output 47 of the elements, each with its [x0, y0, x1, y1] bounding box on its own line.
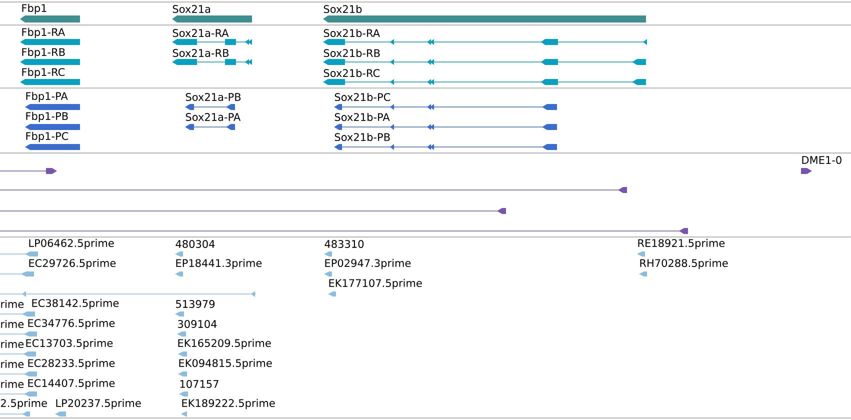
feature-label: Sox21b-RB: [324, 48, 380, 58]
feature-label: 480304: [176, 240, 215, 248]
feature-label: Sox21a-PA: [186, 113, 241, 121]
feature-label: LP20237.5prime: [56, 398, 141, 410]
feature-label: Sox21a-RA: [172, 29, 229, 37]
feature-label: Sox21a: [172, 5, 210, 13]
feature-label: DME1-0: [802, 156, 842, 164]
feature-label: EP18441.3prime: [176, 258, 262, 270]
feature-label: LP06462.5prime: [29, 238, 114, 250]
feature-label: rime: [1, 360, 24, 368]
feature-label: Fbp1-RB: [22, 48, 65, 58]
feature-label: EK177107.5prime: [329, 278, 422, 290]
feature-label: EC28233.5prime: [28, 358, 115, 370]
feature-label: 309104: [178, 320, 217, 328]
feature-label: EK094815.5prime: [179, 358, 272, 370]
feature-label: 483310: [324, 240, 364, 248]
feature-label: RH70288.5prime: [640, 258, 728, 270]
feature-label: rime: [1, 320, 24, 328]
feature-label: Fbp1-PA: [26, 92, 68, 102]
feature-label: Sox21a-RB: [172, 49, 229, 57]
feature-label: Sox21b-PA: [334, 112, 390, 122]
feature-label: Sox21b-PC: [334, 92, 390, 102]
feature-label: EC14407.5prime: [28, 378, 115, 390]
feature-label: Sox21b-RA: [324, 28, 380, 38]
feature-label: rime: [1, 380, 24, 388]
feature-label: rime: [1, 340, 24, 348]
feature-label: Sox21a-PB: [186, 93, 241, 101]
feature-label: Fbp1-PC: [26, 132, 68, 142]
feature-label: Fbp1-PB: [26, 112, 68, 122]
feature-label: Fbp1-RC: [22, 68, 65, 78]
feature-label: rime: [1, 300, 24, 308]
feature-label: Fbp1-RA: [22, 28, 66, 38]
feature-label: EK165209.5prime: [178, 338, 271, 350]
feature-label: EC38142.5prime: [32, 298, 119, 310]
feature-label: 2.5prime: [0, 398, 47, 410]
feature-label: 107157: [180, 380, 218, 388]
feature-label: EC34776.5prime: [28, 318, 115, 330]
feature-label: EC29726.5prime: [29, 258, 116, 270]
feature-label: EC13703.5prime: [26, 338, 113, 350]
feature-label: EK189222.5prime: [182, 398, 275, 410]
feature-label: EP02947.3prime: [325, 258, 411, 270]
feature-label: RE18921.5prime: [638, 238, 725, 250]
feature-label: Fbp1: [22, 4, 46, 14]
feature-label: Sox21b-PB: [334, 132, 390, 142]
feature-label: 513979: [176, 300, 215, 308]
feature-label: Sox21b-RC: [324, 68, 380, 78]
feature-label: Sox21b: [324, 4, 362, 14]
